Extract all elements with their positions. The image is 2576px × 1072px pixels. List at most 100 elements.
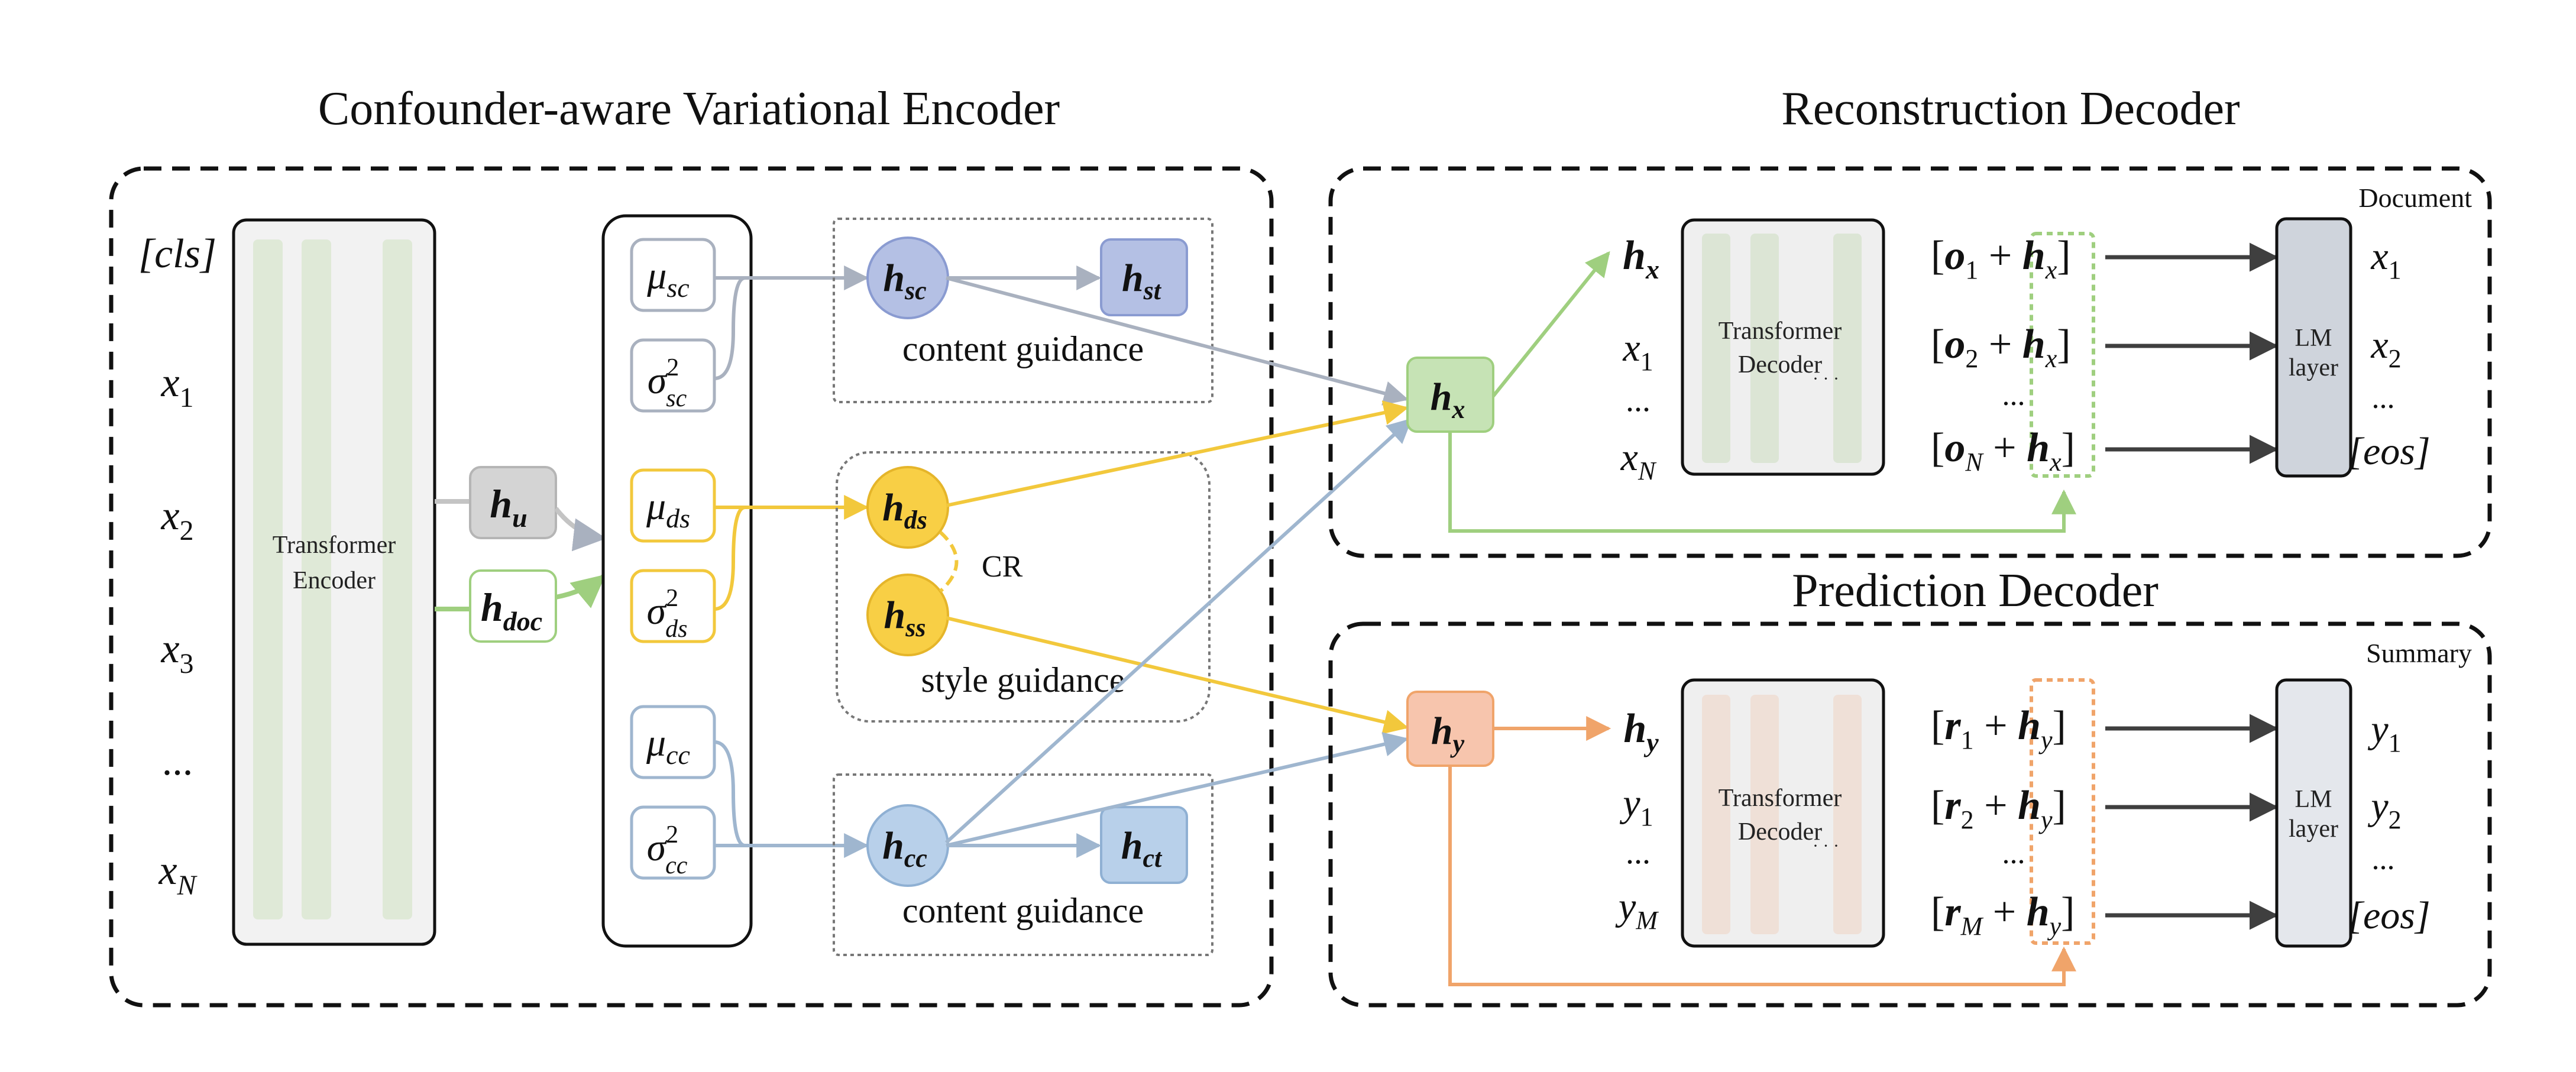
recon-decoder-label-1: Transformer: [1719, 318, 1842, 345]
encoder-panel: [109, 166, 1274, 1008]
recon-input-xN: xN: [1620, 436, 1657, 485]
svg-text:[oN + hx]: [oN + hx]: [1931, 425, 2075, 477]
input-token-x3: x3: [160, 626, 193, 679]
hx-skip-connection: [1448, 432, 2076, 533]
h-y-node: hy: [1406, 691, 1494, 767]
svg-text:LM: LM: [2295, 325, 2332, 352]
input-token-x2: x2: [160, 493, 193, 546]
svg-text:[rM + hy]: [rM + hy]: [1931, 889, 2075, 941]
recon-lm-layer: LM layer: [2275, 217, 2352, 478]
h-ss-node: hss: [866, 574, 949, 656]
svg-text:hst: hst: [1122, 257, 1162, 305]
pred-input-ellipsis: ...: [1626, 834, 1651, 871]
pred-row-ellipsis: ...: [2002, 837, 2025, 870]
content-guidance-bottom-label: content guidance: [902, 891, 1144, 930]
input-token-xN: xN: [158, 848, 198, 901]
reconstruction-panel: [1328, 166, 2492, 558]
svg-text:hdoc: hdoc: [481, 585, 542, 636]
svg-text:layer: layer: [2289, 354, 2338, 381]
h-st-node: hst: [1100, 238, 1188, 316]
pred-output-ellipsis: ...: [2372, 843, 2395, 876]
recon-input-ellipsis: ...: [1626, 382, 1651, 419]
style-guidance-label: style guidance: [921, 660, 1125, 699]
hdoc-to-latent-arrow: [555, 574, 606, 608]
style-guidance-box: [836, 451, 1211, 723]
recon-hx-dotted-highlight: [2030, 232, 2095, 478]
svg-text:[o1 + hx]: [o1 + hx]: [1931, 233, 2071, 284]
recon-row-ellipsis: ...: [2002, 378, 2025, 412]
recon-input-hx: hx: [1623, 233, 1659, 284]
pred-row-2: [r2 + hy]: [1931, 783, 2066, 834]
svg-text:layer: layer: [2289, 815, 2338, 843]
input-token-x1: x1: [160, 360, 193, 413]
recon-output-ellipsis: ...: [2372, 381, 2395, 415]
mu-sc-box: μsc: [630, 238, 716, 312]
input-token-cls: [cls]: [138, 231, 216, 277]
hy-skip-connection: [1448, 766, 2076, 986]
summary-corner-label: Summary: [2366, 638, 2472, 668]
hu-to-latent-arrow: [554, 507, 607, 552]
h-ct-node: hct: [1100, 806, 1188, 884]
pred-row-M: [rM + hy]: [1931, 889, 2075, 941]
reconstruction-title: Reconstruction Decoder: [1781, 83, 2240, 135]
hsc-to-hx-arrow: [946, 276, 1409, 406]
pred-output-y1: y1: [2367, 708, 2401, 757]
h-cc-node: hcc: [866, 804, 949, 887]
mu-cc-merge: [714, 740, 746, 847]
document-corner-label: Document: [2358, 183, 2472, 213]
svg-text:μds: μds: [646, 485, 690, 533]
svg-text:μsc: μsc: [646, 254, 689, 303]
input-token-ellipsis: ...: [162, 739, 193, 784]
hcc-to-hx-arrow: [944, 418, 1413, 844]
mu-cc-box: μcc: [630, 705, 716, 779]
recon-decoder-label-2: Decoder: [1738, 351, 1822, 378]
pred-decoder-dots: · · ·: [1813, 836, 1839, 856]
svg-text:hu: hu: [490, 481, 527, 533]
transformer-encoder-label-1: Transformer: [273, 532, 396, 559]
pred-row-1: [r1 + hy]: [1931, 703, 2066, 754]
cr-link: [939, 530, 959, 593]
sigma-sc-merge: [714, 276, 746, 380]
recon-output-x1: x1: [2370, 235, 2401, 284]
h-x-node: hx: [1406, 357, 1494, 433]
pred-output-eos: [eos]: [2348, 894, 2430, 937]
h-ds-node: hds: [866, 466, 949, 549]
content-guidance-top-label: content guidance: [902, 329, 1144, 368]
content-guidance-top-box: [833, 218, 1213, 403]
transformer-encoder-label-2: Encoder: [293, 567, 376, 594]
recon-output-x2: x2: [2370, 323, 2401, 373]
prediction-transformer-decoder: Transformer Decoder · · ·: [1681, 678, 1885, 948]
svg-text:[r2 + hy]: [r2 + hy]: [1931, 783, 2066, 834]
cr-label: CR: [982, 550, 1023, 584]
svg-text:hx: hx: [1431, 375, 1465, 424]
svg-text:[r1 + hy]: [r1 + hy]: [1931, 703, 2066, 754]
svg-text:[o2 + hx]: [o2 + hx]: [1931, 322, 2071, 373]
pred-input-hy: hy: [1623, 706, 1659, 757]
hx-to-decoder-input-arrow: [1491, 251, 1610, 397]
svg-text:LM: LM: [2295, 786, 2332, 813]
recon-row-2: [o2 + hx]: [1931, 322, 2071, 373]
reconstruction-transformer-decoder: Transformer Decoder · · ·: [1681, 218, 1885, 476]
h-sc-node: hsc: [866, 237, 949, 319]
pred-input-yM: yM: [1615, 885, 1659, 935]
h-doc-node: hdoc: [469, 569, 557, 643]
pred-input-y1: y1: [1619, 782, 1653, 831]
hss-to-hy-arrow: [946, 616, 1409, 734]
recon-row-N: [oN + hx]: [1931, 425, 2075, 477]
hds-to-hx-arrow: [946, 400, 1409, 507]
svg-text:μcc: μcc: [646, 721, 690, 770]
recon-decoder-dots: · · ·: [1813, 369, 1839, 388]
pred-output-y2: y2: [2367, 785, 2401, 834]
transformer-encoder-block: Transformer Encoder: [232, 218, 436, 946]
encoder-input-tokens: [cls] x1 x2 x3 ... xN: [138, 231, 216, 901]
recon-row-1: [o1 + hx]: [1931, 233, 2071, 284]
h-u-node: hu: [469, 466, 557, 539]
pred-lm-layer: LM layer: [2275, 678, 2352, 948]
recon-input-x1: x1: [1622, 326, 1653, 376]
